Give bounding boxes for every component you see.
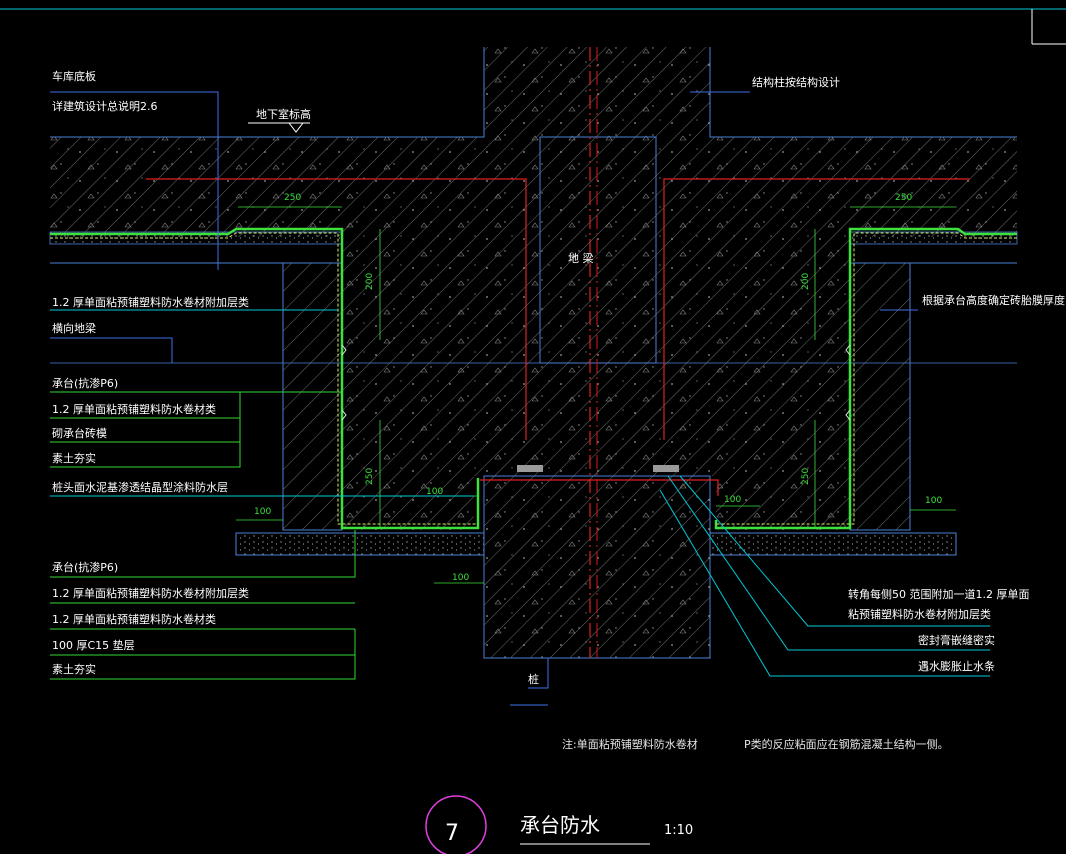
left-group-2-item: 素土夯实 bbox=[52, 662, 96, 676]
label-floor-level: 地下室标高 bbox=[256, 107, 311, 121]
note-text: 注:单面粘预铺塑料防水卷材 bbox=[562, 737, 698, 751]
dim-250-right: 250 bbox=[895, 193, 912, 203]
rebar bbox=[146, 47, 970, 658]
left-group-1-item: 横向地梁 bbox=[52, 321, 96, 335]
note-p-text: P类的反应粘面应在钢筋混凝土结构一侧。 bbox=[744, 737, 949, 751]
right-group-item: 密封膏嵌缝密实 bbox=[918, 633, 995, 647]
dim-250v-left: 250 bbox=[365, 468, 375, 485]
dim-200-right: 200 bbox=[801, 273, 811, 290]
left-group-1-item: 1.2 厚单面粘预铺塑料防水卷材类 bbox=[52, 402, 216, 416]
title-block: 7 承台防水 1:10 bbox=[425, 795, 693, 854]
left-group-1-item: 砌承台砖模 bbox=[52, 426, 107, 440]
waterproof-membrane bbox=[50, 227, 1017, 530]
left-group-2-item: 1.2 厚单面粘预铺塑料防水卷材附加层类 bbox=[52, 586, 249, 600]
label-right-note: 根据承台高度确定砖胎膜厚度 bbox=[922, 293, 1065, 307]
text-labels: 车库底板 详建筑设计总说明2.6 地下室标高 结构柱按结构设计 地 梁 根据承台… bbox=[52, 69, 1065, 751]
left-group-2-item: 1.2 厚单面粘预铺塑料防水卷材类 bbox=[52, 612, 216, 626]
label-top-left-2: 详建筑设计总说明2.6 bbox=[52, 99, 158, 113]
water-stop-right bbox=[653, 465, 679, 472]
dim-250v-right: 250 bbox=[801, 468, 811, 485]
right-group-item: 粘预铺塑料防水卷材附加层类 bbox=[848, 607, 991, 621]
left-group-1-item: 素土夯实 bbox=[52, 451, 96, 465]
dimension-texts: 250 250 200 200 250 250 100 100 100 100 … bbox=[254, 193, 942, 583]
dim-100-e: 100 bbox=[452, 573, 469, 583]
dim-100-c: 100 bbox=[724, 495, 741, 505]
label-top-right: 结构柱按结构设计 bbox=[752, 75, 840, 89]
water-stop-left bbox=[517, 465, 543, 472]
detail-title: 承台防水 bbox=[520, 813, 600, 837]
left-group-2-item: 承台(抗渗P6) bbox=[52, 560, 118, 574]
concrete-structure bbox=[50, 47, 1017, 659]
detail-number: 7 bbox=[445, 821, 459, 846]
label-top-left-1: 车库底板 bbox=[52, 69, 96, 83]
detail-scale: 1:10 bbox=[664, 823, 693, 838]
dim-100-d: 100 bbox=[925, 496, 942, 506]
right-group-item: 转角每侧50 范围附加一道1.2 厚单面 bbox=[848, 587, 1029, 601]
right-group-item: 遇水膨胀止水条 bbox=[918, 659, 995, 673]
label-beam: 地 梁 bbox=[568, 251, 594, 265]
dim-250-left: 250 bbox=[284, 193, 301, 203]
floor-level-marker bbox=[248, 122, 310, 133]
dim-200-left: 200 bbox=[365, 273, 375, 290]
left-group-2-item: 100 厚C15 垫层 bbox=[52, 638, 135, 652]
detail-number-circle bbox=[425, 795, 487, 854]
left-group-1-item: 1.2 厚单面粘预铺塑料防水卷材附加层类 bbox=[52, 295, 249, 309]
leader-lines bbox=[50, 91, 990, 706]
label-column: 桩 bbox=[528, 672, 539, 686]
left-group-1-item: 桩头面水泥基渗透结晶型涂料防水层 bbox=[52, 480, 228, 494]
left-group-1-item: 承台(抗渗P6) bbox=[52, 376, 118, 390]
dim-100-a: 100 bbox=[254, 507, 271, 517]
dim-100-b: 100 bbox=[426, 487, 443, 497]
